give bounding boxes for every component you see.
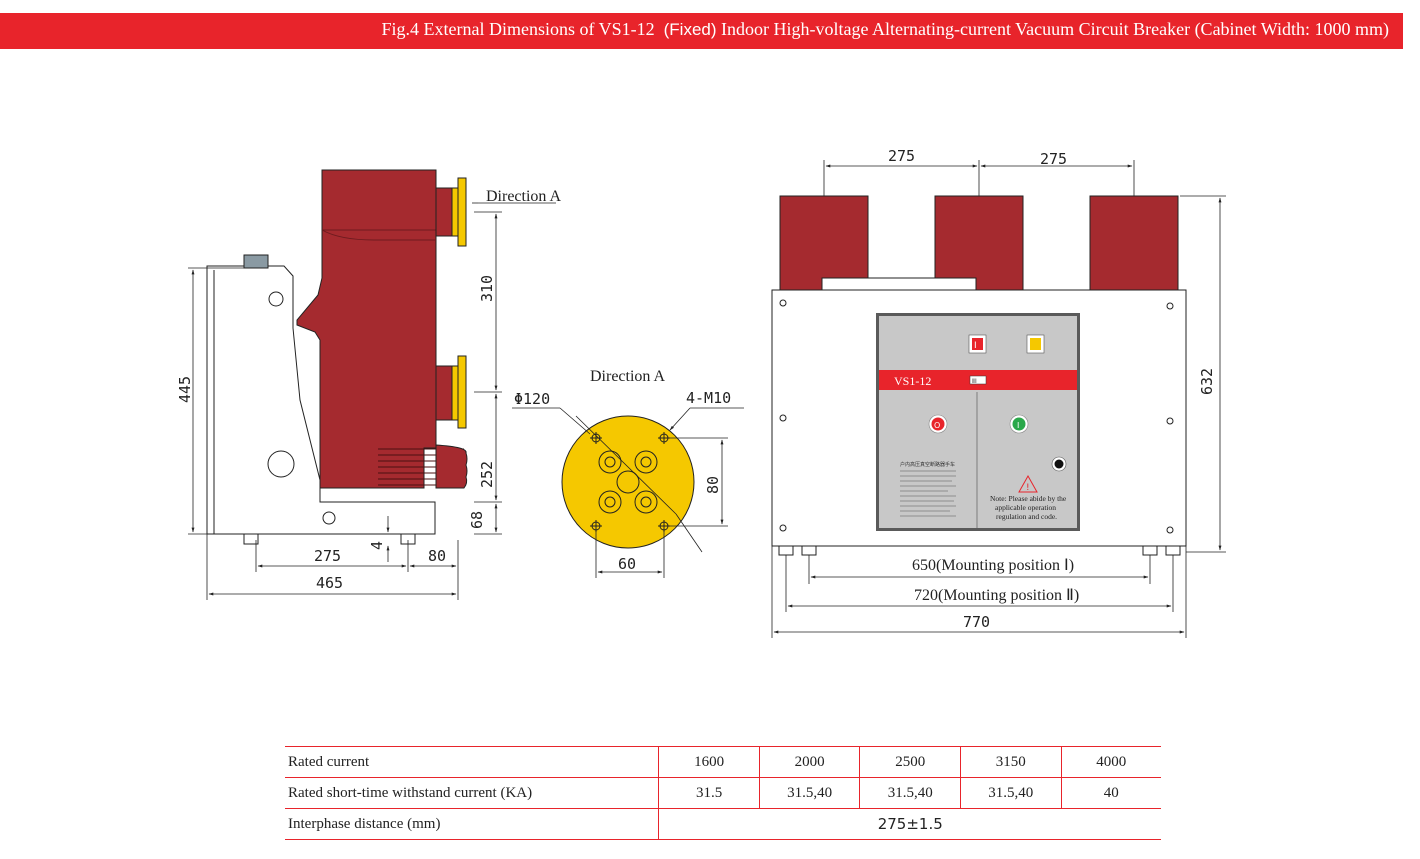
pole-seam-2 <box>321 229 436 241</box>
dim-310: 310 <box>478 275 496 302</box>
spec-table: Rated current 1600 2000 2500 3150 4000 R… <box>285 746 1161 840</box>
front-dimensions <box>771 160 1226 638</box>
front-foot-3 <box>1142 545 1158 556</box>
lower-terminal <box>457 355 467 429</box>
upper-terminal-collar <box>451 187 459 237</box>
contact-ring-2 <box>634 450 658 474</box>
table-cell: 4000 <box>1060 746 1161 778</box>
pole-left <box>779 195 869 291</box>
title-banner: Fig.4 External Dimensions of VS1-12 (Fix… <box>0 13 1403 49</box>
insulating-pole <box>296 169 437 489</box>
center-ring <box>616 470 640 494</box>
contact-ring-3 <box>598 490 622 514</box>
table-cell: 31.5,40 <box>959 777 1062 809</box>
model-label: VS1-12 <box>894 374 931 388</box>
dim-650: 650(Mounting position Ⅰ) <box>912 557 1074 574</box>
warning-icon-glyph: ! <box>1026 483 1030 493</box>
dim-770: 770 <box>963 613 990 631</box>
dim-275-front-left: 275 <box>888 147 915 165</box>
upper-terminal <box>457 177 467 247</box>
off-button-glyph: O <box>934 421 940 430</box>
table-row: Rated short-time withstand current (KA) … <box>285 777 1161 809</box>
open-indicator-text: I <box>974 341 977 351</box>
direction-a-view <box>512 407 744 578</box>
dim-4: 4 <box>368 541 386 550</box>
table-cell: 31.5 <box>658 777 760 809</box>
upper-hole <box>268 291 284 307</box>
table-cell: 40 <box>1060 777 1161 809</box>
on-button[interactable] <box>1012 417 1026 431</box>
table-cell: 31.5,40 <box>859 777 961 809</box>
direction-a-label: Direction A <box>486 188 562 205</box>
title-part-1: Fig.4 External Dimensions of VS1-12 <box>381 19 655 39</box>
terminal-face <box>561 415 695 549</box>
dim-275-side: 275 <box>314 547 341 565</box>
table-cell-merged: 275±1.5 <box>658 808 1161 840</box>
on-button-glyph: I <box>1017 421 1019 430</box>
dim-80-dir: 80 <box>704 476 722 494</box>
nameplate-lines <box>900 470 956 517</box>
table-cell: 31.5,40 <box>758 777 860 809</box>
note-line-1: Note: Please abide by the <box>990 494 1067 503</box>
title-part-2: Indoor High-voltage Alternating-current … <box>721 19 1389 39</box>
front-foot-4 <box>1165 545 1181 556</box>
dim-720: 720(Mounting position Ⅱ) <box>914 587 1079 604</box>
front-foot-1 <box>778 545 794 556</box>
crank-hole[interactable] <box>1054 459 1064 469</box>
dim-68: 68 <box>468 511 486 529</box>
off-button[interactable] <box>931 417 945 431</box>
lower-terminal-collar <box>451 365 459 421</box>
note-line-2: applicable operation <box>995 503 1056 512</box>
fin-profile <box>435 444 468 489</box>
pole-center <box>934 195 1024 291</box>
contact-ring-1 <box>598 450 622 474</box>
mechanism-cabinet <box>206 265 436 535</box>
base-hole <box>322 511 336 525</box>
dia-120-label: Φ120 <box>514 390 550 408</box>
table-cell: 1600 <box>658 746 760 778</box>
open-indicator <box>972 338 983 350</box>
lower-bushing <box>435 365 453 421</box>
position-badge <box>969 375 987 385</box>
position-badge-text: ⅡⅠ <box>972 378 977 385</box>
dia-leader <box>575 415 677 515</box>
row-label: Rated current <box>285 746 659 778</box>
bolt-leader <box>669 407 691 431</box>
note-line-3: regulation and code. <box>996 512 1057 521</box>
nameplate-title: 户内高压真空断路器手车 <box>900 461 955 468</box>
lower-hole <box>267 450 295 478</box>
warning-icon <box>1018 474 1038 493</box>
row-label: Interphase distance (mm) <box>285 808 659 840</box>
figure-title: Fig.4 External Dimensions of VS1-12 (Fix… <box>381 19 1389 40</box>
dim-275-front-right: 275 <box>1040 150 1067 168</box>
dim-632: 632 <box>1198 368 1216 395</box>
dim-252: 252 <box>478 461 496 488</box>
table-row: Interphase distance (mm) 275±1.5 <box>285 808 1161 840</box>
dim-465: 465 <box>316 574 343 592</box>
dim-60-dir: 60 <box>618 555 636 573</box>
pole-bridge <box>821 277 977 291</box>
row-label: Rated short-time withstand current (KA) <box>285 777 659 809</box>
dim-445: 445 <box>176 376 194 403</box>
direction-a-title: Direction A <box>590 368 666 385</box>
dim-80-side: 80 <box>428 547 446 565</box>
pole-right <box>1089 195 1179 291</box>
table-cell: 2500 <box>859 746 961 778</box>
title-fixed: (Fixed) <box>663 20 717 39</box>
foot-left <box>243 533 259 545</box>
side-view <box>188 169 556 600</box>
upper-bushing <box>435 187 453 237</box>
contact-ring-4 <box>634 490 658 514</box>
table-cell: 2000 <box>758 746 860 778</box>
control-panel: VS1-12 ⅡⅠ I O I 户内高压真空断路器手车 ! Note: Plea… <box>876 313 1080 531</box>
top-knob <box>243 254 269 269</box>
table-cell: 3150 <box>959 746 1062 778</box>
table-row: Rated current 1600 2000 2500 3150 4000 <box>285 746 1161 778</box>
bolt-4-m10-label: 4-M10 <box>686 389 731 407</box>
front-foot-2 <box>801 545 817 556</box>
spring-indicator <box>1030 338 1041 350</box>
